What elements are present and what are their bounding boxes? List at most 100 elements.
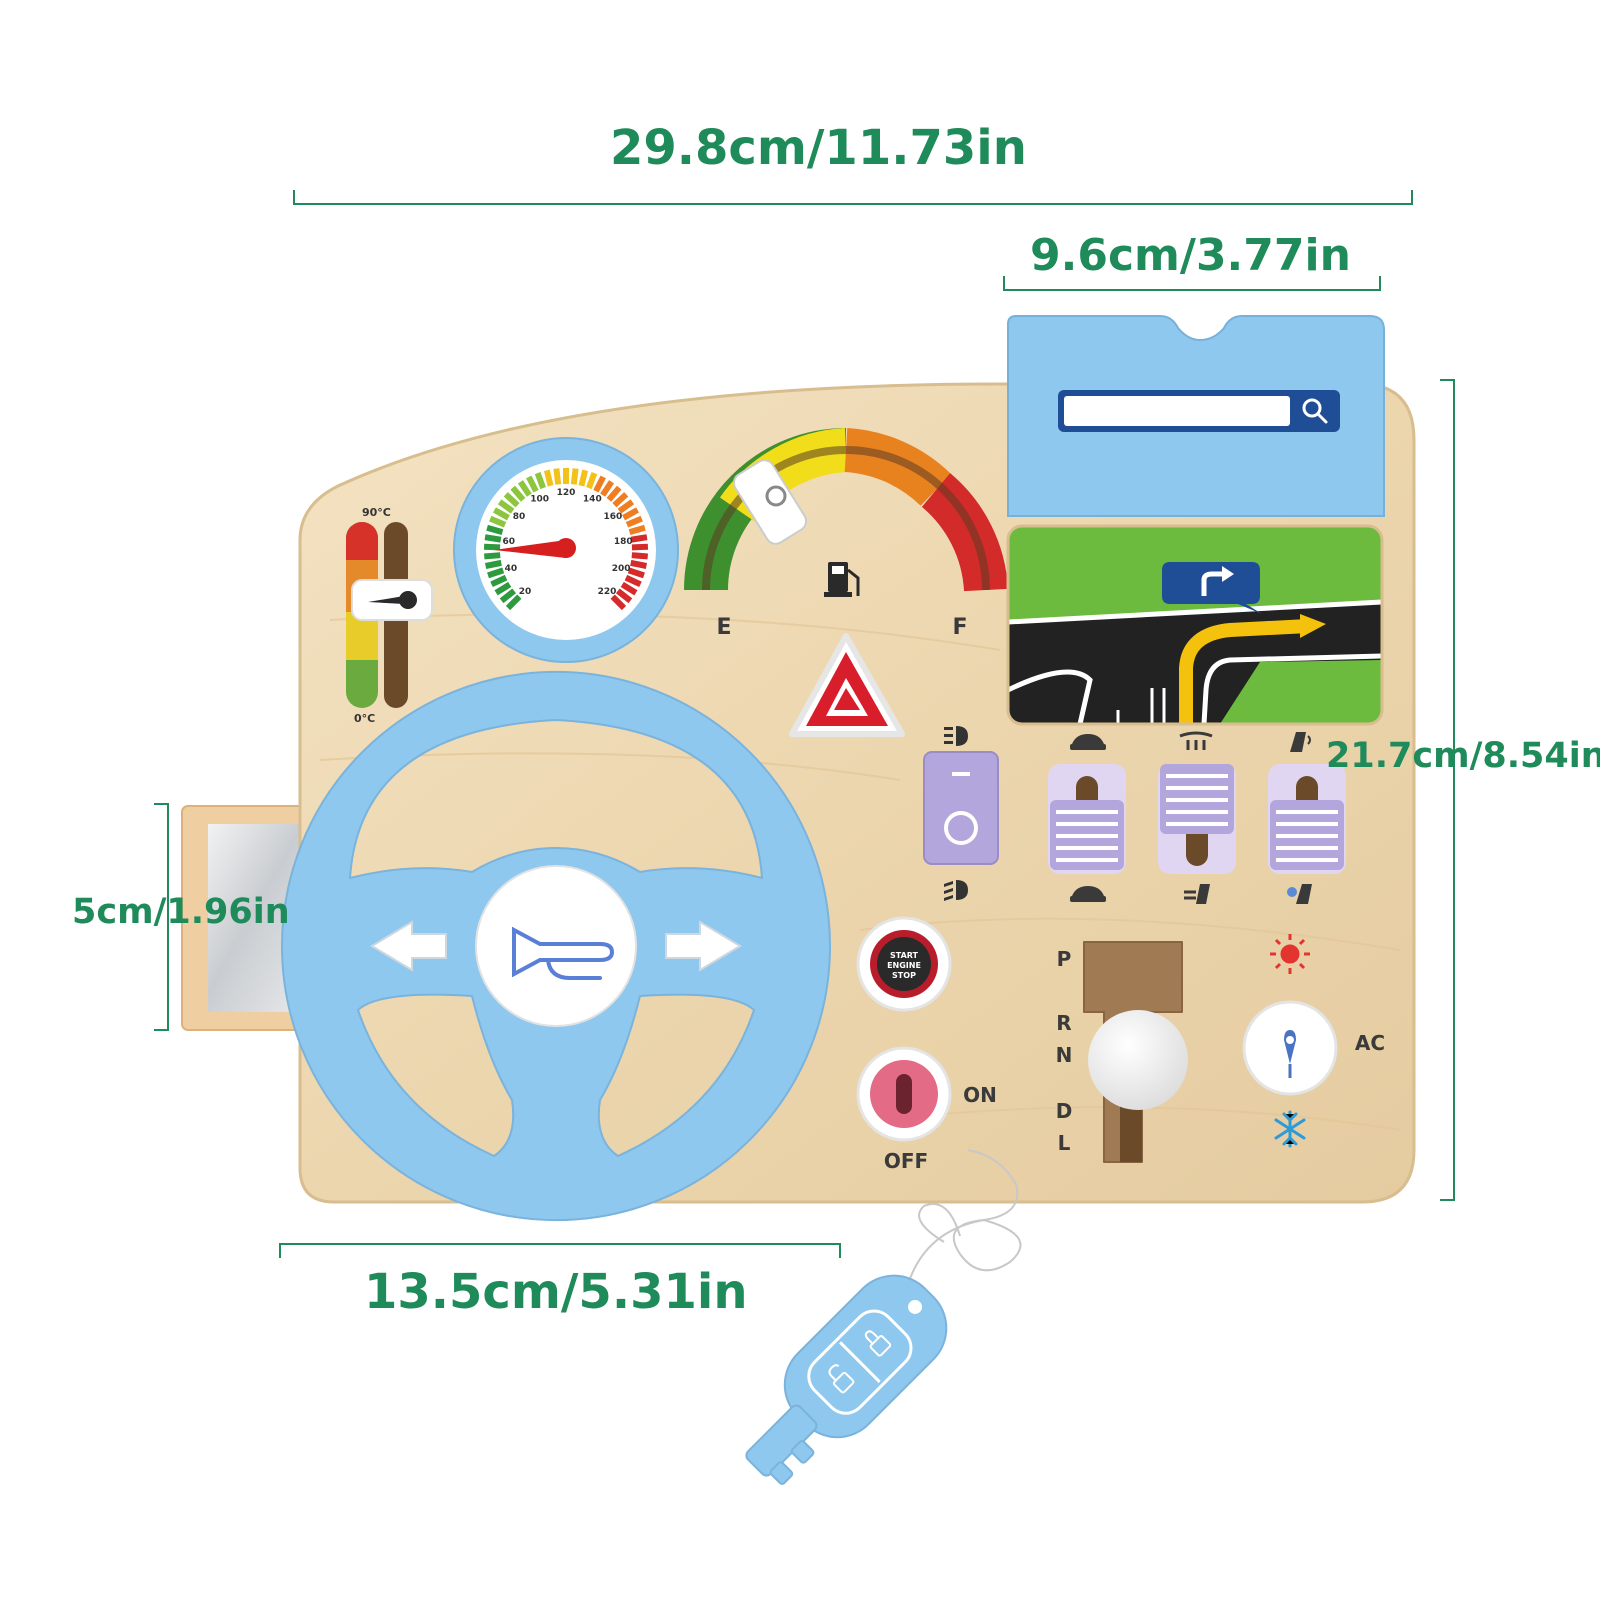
- mirror-height-label: 5cm/1.96in: [72, 892, 290, 932]
- sun-visor-search-card[interactable]: [1007, 315, 1385, 517]
- turn-right-sign: [1162, 562, 1262, 614]
- gear-d: D: [1056, 1099, 1073, 1123]
- search-input[interactable]: [1064, 396, 1290, 426]
- navigation-screen: [1008, 526, 1382, 724]
- speedometer-tick: [612, 492, 629, 508]
- headlight-toggle[interactable]: [923, 726, 999, 901]
- speedometer-tick: [631, 552, 648, 560]
- horn-icon: [512, 926, 615, 980]
- speedometer-tick: [630, 534, 648, 543]
- speedometer-tick: [570, 468, 579, 485]
- speedometer-tick: [505, 594, 522, 611]
- gear-l: L: [1058, 1131, 1071, 1155]
- speedometer-tick: [534, 472, 546, 490]
- lock-icon: [864, 1330, 892, 1357]
- steering-wheel[interactable]: [280, 671, 832, 1221]
- gear-knob[interactable]: [1088, 1010, 1188, 1110]
- speedometer-tick: [484, 559, 502, 569]
- heated-seat-icon: [1290, 732, 1311, 752]
- speedometer-tick: [615, 588, 633, 604]
- speedometer-tick: [620, 581, 638, 596]
- stop-label: STOP: [892, 971, 916, 980]
- ac-label: AC: [1355, 1031, 1385, 1055]
- speedometer-tick-label: 20: [519, 587, 532, 597]
- gear-r: R: [1056, 1011, 1071, 1035]
- temperature-gauge[interactable]: 90°C 0°C: [346, 506, 433, 725]
- speedometer-tick-marks: [483, 468, 649, 611]
- defrost-icon: [1179, 731, 1213, 750]
- speedometer-tick: [630, 559, 648, 569]
- speedometer-tick: [489, 515, 507, 528]
- speedometer-tick: [487, 567, 505, 579]
- speedometer-tick-label: 160: [604, 512, 623, 522]
- fuel-pump-icon: [824, 562, 860, 597]
- start-engine-button[interactable]: START ENGINE STOP: [856, 916, 952, 1012]
- speedometer-tick: [484, 552, 501, 560]
- climate-slider-2[interactable]: [1158, 731, 1236, 904]
- speedometer-tick: [490, 574, 508, 588]
- speedometer-tick-label: 80: [513, 512, 526, 522]
- fuel-full-label: F: [952, 615, 967, 640]
- speedometer-tick-label: 120: [557, 488, 576, 498]
- speedometer-tick: [586, 472, 598, 490]
- speedometer-tick: [610, 594, 627, 611]
- fuel-gauge[interactable]: E F: [684, 428, 1008, 640]
- gear-n: N: [1056, 1043, 1073, 1067]
- speedometer-tick-label: 60: [502, 537, 515, 547]
- screen-width-label: 9.6cm/3.77in: [1030, 230, 1351, 281]
- speedometer-tick-label: 220: [598, 587, 617, 597]
- speedometer-needle: [494, 540, 566, 558]
- search-icon[interactable]: [1302, 398, 1328, 424]
- speedometer-tick: [617, 499, 635, 514]
- low-beam-icon: [944, 880, 968, 901]
- car-icon-bottom: [1070, 886, 1106, 902]
- speedometer-tick: [628, 524, 646, 535]
- engine-label: ENGINE: [887, 961, 921, 970]
- speedometer-tick: [497, 499, 515, 514]
- speedometer-tick-label: 180: [614, 537, 633, 547]
- seat-airflow-icon: [1184, 884, 1210, 904]
- speedometer-tick-label: 100: [530, 494, 549, 504]
- car-key-fob[interactable]: [720, 1149, 1022, 1502]
- speedometer-tick: [624, 574, 642, 588]
- speedometer-tick: [543, 469, 554, 487]
- gear-shifter[interactable]: P R N D L: [1056, 941, 1188, 1163]
- ac-knob[interactable]: AC: [1242, 934, 1385, 1148]
- right-turn-signal-button[interactable]: [665, 920, 742, 972]
- speedometer-tick: [606, 485, 622, 502]
- gear-p: P: [1057, 947, 1072, 971]
- seat-fan-icon: [1287, 884, 1312, 904]
- dimension-lines: [154, 190, 1455, 1258]
- horn-button[interactable]: [475, 865, 637, 1027]
- high-beam-icon: [944, 726, 968, 746]
- speedometer-tick-label: 40: [505, 564, 518, 574]
- power-off-label: OFF: [884, 1149, 928, 1173]
- climate-slider-3[interactable]: [1268, 732, 1346, 904]
- car-icon: [1070, 734, 1106, 750]
- speedometer-tick: [593, 475, 606, 493]
- speedometer-tick: [492, 507, 510, 521]
- speedometer-tick: [484, 534, 502, 543]
- speedometer-tick: [483, 543, 501, 551]
- speedometer-tick: [600, 480, 615, 497]
- power-switch[interactable]: ON OFF: [856, 1046, 997, 1173]
- speedometer-tick: [494, 581, 512, 596]
- speedometer-tick: [526, 475, 539, 493]
- speedometer-tick: [503, 492, 520, 508]
- speedometer-tick: [622, 507, 640, 521]
- speedometer-tick: [486, 524, 504, 535]
- climate-slider-1[interactable]: [1048, 734, 1126, 902]
- speedometer-tick: [631, 543, 649, 551]
- snowflake-icon: [1274, 1110, 1306, 1148]
- speedometer-tick: [627, 567, 645, 579]
- speedometer-tick-label: 200: [612, 564, 631, 574]
- hazard-button[interactable]: [789, 633, 905, 737]
- unlock-icon: [828, 1364, 855, 1394]
- speedometer-tick: [510, 485, 526, 502]
- total-height-label: 21.7cm/8.54in: [1326, 736, 1600, 776]
- power-on-label: ON: [963, 1083, 997, 1107]
- left-turn-signal-button[interactable]: [370, 920, 447, 972]
